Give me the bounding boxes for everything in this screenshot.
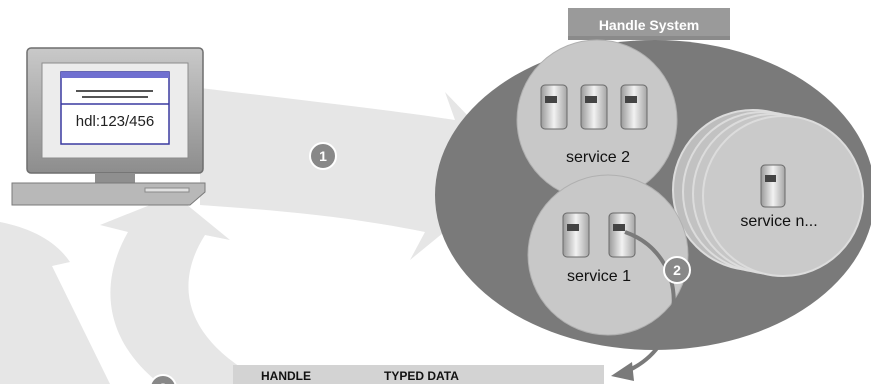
response-arrow xyxy=(100,195,270,384)
response-table-header xyxy=(233,365,604,384)
monitor-stand xyxy=(95,173,135,183)
step-3-number: 3 xyxy=(159,380,167,384)
handle-system-title: Handle System xyxy=(599,17,699,33)
step-1-badge: 1 xyxy=(309,142,337,170)
handle-system-title-tab xyxy=(568,8,730,40)
table-header-handle: HANDLE xyxy=(261,369,311,383)
client-computer-icon: hdl:123/456 xyxy=(11,47,206,206)
handle-address: hdl:123/456 xyxy=(76,113,154,130)
table-header-typed-data: TYPED DATA xyxy=(384,369,459,383)
handle-window xyxy=(60,71,170,145)
step-2-badge: 2 xyxy=(663,256,691,284)
server-icon xyxy=(760,164,786,208)
service-1-node xyxy=(527,174,689,336)
computer-base xyxy=(11,182,206,206)
server-icon xyxy=(562,212,590,258)
step-3-badge: 3 xyxy=(149,374,177,384)
service-1-label: service 1 xyxy=(567,268,631,285)
service-2-servers xyxy=(540,84,648,130)
handle-window-titlebar xyxy=(61,72,169,78)
response-table: HANDLE TYPED DATA xyxy=(233,365,604,384)
lookup-arrow xyxy=(624,230,676,374)
response-arrow-left xyxy=(0,222,110,384)
server-icon xyxy=(620,84,648,130)
step-2-number: 2 xyxy=(673,262,681,278)
server-icon xyxy=(540,84,568,130)
lookup-arrowhead xyxy=(611,362,634,381)
server-icon xyxy=(580,84,608,130)
service-1-servers xyxy=(562,212,636,258)
service-n-label: service n... xyxy=(740,213,817,230)
service-2-label: service 2 xyxy=(566,149,630,166)
step-1-number: 1 xyxy=(319,148,327,164)
